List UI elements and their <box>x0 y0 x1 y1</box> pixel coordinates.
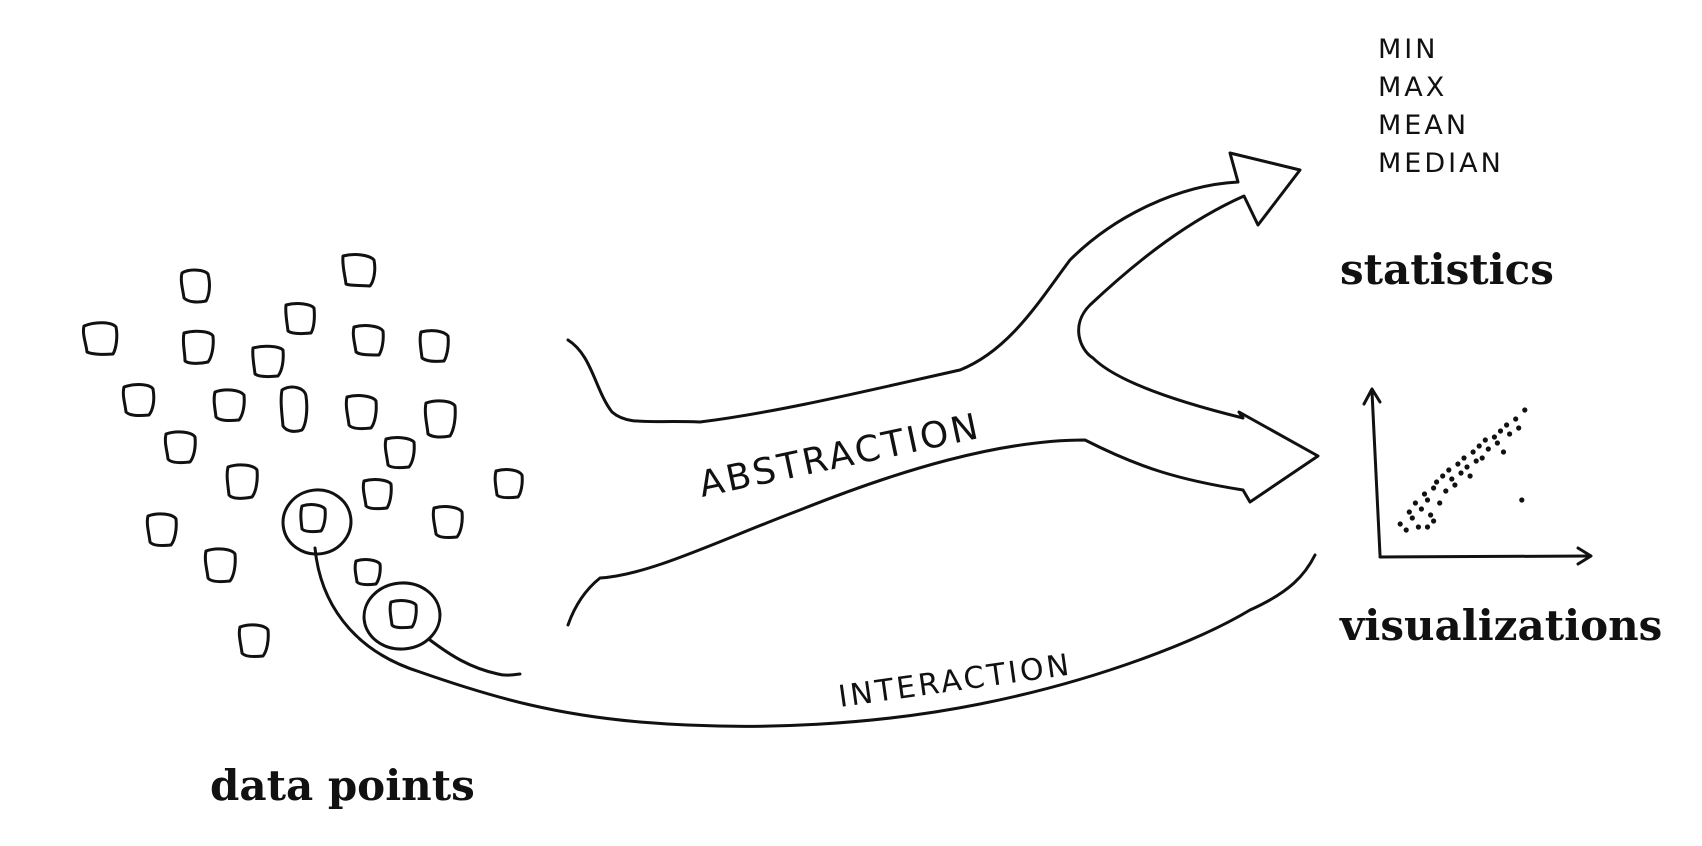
scatter-point <box>1513 416 1519 422</box>
scatter-point <box>1431 485 1437 491</box>
scatter-point <box>1470 449 1476 455</box>
data-point <box>225 463 259 500</box>
data-point <box>251 344 285 379</box>
scatter-point <box>1452 482 1458 488</box>
data-point <box>179 268 211 304</box>
scatter-point <box>1403 527 1409 533</box>
scatter-point <box>1455 461 1461 467</box>
scatter-point <box>1522 407 1528 413</box>
scatter-point <box>1434 479 1440 485</box>
data-point <box>203 547 237 584</box>
scatter-point <box>1449 476 1455 482</box>
scatter-point <box>1421 491 1428 497</box>
scatter-point <box>1431 518 1437 524</box>
stat-item-mean: MEAN <box>1378 110 1469 141</box>
scatter-point <box>1467 473 1473 479</box>
y-axis-arrowhead <box>1362 387 1382 406</box>
data-point <box>493 468 524 500</box>
data-points-label: data points <box>210 761 475 810</box>
data-point <box>284 302 316 336</box>
abstraction-flow: ABSTRACTION <box>566 151 1320 627</box>
x-axis <box>1378 554 1592 559</box>
data-point <box>351 324 385 357</box>
interaction-loop <box>428 638 522 677</box>
data-point <box>383 436 416 470</box>
data-points-cluster <box>81 253 524 659</box>
scatter-point <box>1473 458 1479 464</box>
stat-item-median: MEDIAN <box>1378 148 1504 179</box>
statistics-label: statistics <box>1340 245 1554 294</box>
scatter-point <box>1415 524 1421 530</box>
scatter-point <box>1504 422 1510 428</box>
interaction-flow: INTERACTION <box>313 546 1317 728</box>
visualizations-label: visualizations <box>1339 601 1662 650</box>
data-point <box>212 388 246 423</box>
scatter-point <box>1437 500 1443 506</box>
scatter-point <box>1519 497 1525 503</box>
data-point <box>145 512 178 548</box>
stat-item-max: MAX <box>1378 72 1447 103</box>
data-point <box>163 430 197 465</box>
data-point <box>237 623 270 659</box>
data-point <box>361 478 393 511</box>
data-point <box>341 253 377 288</box>
scatter-point <box>1397 521 1403 527</box>
data-point <box>344 394 378 431</box>
scatter-point <box>1424 497 1431 503</box>
data-point <box>181 329 215 365</box>
scatter-point <box>1500 449 1507 455</box>
scatter-point <box>1412 500 1418 506</box>
scatter-point <box>1428 512 1434 518</box>
statistics-list: MIN MAX MEAN MEDIAN <box>1378 34 1504 179</box>
visualization-scatter-chart <box>1362 387 1593 566</box>
data-point-selected <box>388 599 418 630</box>
scatter-point <box>1476 443 1482 449</box>
abstraction-label: ABSTRACTION <box>695 406 984 506</box>
scatter-point <box>1479 455 1485 461</box>
y-axis <box>1370 390 1382 557</box>
scatter-point <box>1485 446 1491 452</box>
scatter-points <box>1397 407 1528 533</box>
data-point <box>353 558 382 587</box>
scatter-point <box>1461 455 1467 461</box>
scatter-point <box>1464 464 1470 470</box>
selection-circle <box>362 581 442 651</box>
scatter-point <box>1507 431 1513 437</box>
scatter-point <box>1497 428 1504 434</box>
scatter-point <box>1409 515 1415 521</box>
data-point-selected <box>299 503 327 534</box>
data-point <box>418 329 450 363</box>
scatter-point <box>1516 425 1522 431</box>
data-point <box>81 321 119 356</box>
stat-item-min: MIN <box>1378 34 1438 65</box>
scatter-point <box>1424 524 1431 530</box>
scatter-point <box>1482 437 1488 443</box>
scatter-point <box>1443 488 1449 494</box>
interaction-label: INTERACTION <box>836 648 1074 715</box>
scatter-point <box>1406 509 1412 515</box>
scatter-point <box>1446 467 1452 473</box>
data-point <box>423 399 457 439</box>
scatter-point <box>1418 506 1424 512</box>
scatter-point <box>1494 440 1500 446</box>
scatter-point <box>1440 473 1446 479</box>
data-point <box>431 505 464 540</box>
data-point <box>279 385 309 433</box>
data-point <box>121 383 156 418</box>
abstraction-flow-outline <box>566 151 1320 627</box>
scatter-point <box>1458 470 1464 476</box>
interaction-flow-outline <box>313 546 1317 728</box>
selection-circle <box>281 488 353 556</box>
scatter-point <box>1491 434 1497 440</box>
x-axis-arrowhead <box>1576 546 1593 566</box>
